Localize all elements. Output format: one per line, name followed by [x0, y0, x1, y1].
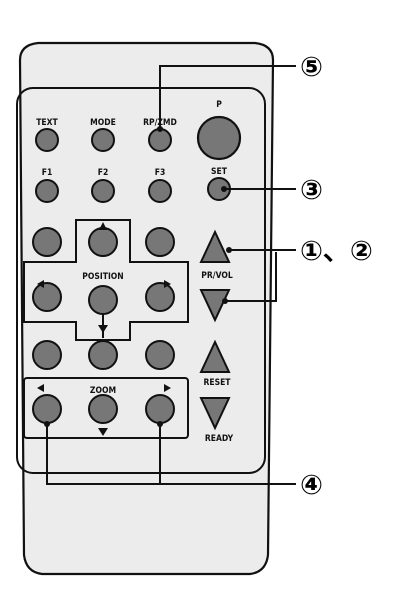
position-section-outline	[23, 219, 189, 341]
zoom-left-button[interactable]	[32, 394, 62, 424]
text-button[interactable]	[35, 128, 59, 152]
zoom-section-outline	[23, 377, 189, 439]
zoom-left-arrow-icon	[37, 384, 44, 392]
row5-center-button[interactable]	[88, 340, 118, 370]
row3-left-button[interactable]	[32, 227, 62, 257]
rp-zoom-button[interactable]	[148, 128, 172, 152]
row-4: POSITION	[32, 272, 175, 338]
zoom-label: ZOOM	[90, 386, 116, 396]
ready-label: READY	[205, 434, 234, 444]
leader-4	[46, 424, 161, 485]
callout-1-2: ①、②	[300, 236, 373, 267]
zoom-right-arrow-icon	[164, 384, 171, 392]
row-2: F1 F2 F3 SET	[35, 167, 231, 203]
reset-label: RESET	[203, 378, 231, 388]
f2-button[interactable]	[91, 179, 115, 203]
mode-button[interactable]	[91, 128, 115, 152]
reset-up-button[interactable]	[199, 339, 231, 373]
f3-label: F3	[155, 168, 166, 178]
position-right-button[interactable]	[145, 282, 175, 312]
position-left-button[interactable]	[32, 282, 62, 312]
zoom-right-button[interactable]	[145, 394, 175, 424]
set-label: SET	[211, 167, 228, 177]
button-panel	[16, 87, 266, 474]
callout-lines	[46, 65, 296, 485]
f2-label: F2	[98, 168, 109, 178]
pr-vol-up-button[interactable]	[199, 229, 231, 263]
callout-3: ③	[300, 175, 323, 206]
p-label: P	[216, 100, 222, 110]
callout-5: ⑤	[300, 52, 323, 83]
row5-right-button[interactable]	[145, 340, 175, 370]
right-column: PR/VOL RESET READY	[199, 229, 234, 444]
leader-2	[225, 252, 277, 302]
position-left-arrow-icon	[37, 280, 44, 288]
f1-label: F1	[42, 168, 53, 178]
leader-dots	[44, 126, 232, 427]
position-up-button[interactable]	[88, 227, 118, 257]
row-5	[32, 340, 175, 370]
position-down-arrow-icon	[98, 325, 108, 333]
position-label: POSITION	[82, 272, 123, 282]
position-right-arrow-icon	[164, 280, 171, 288]
row3-right-button[interactable]	[145, 227, 175, 257]
callout-4: ④	[300, 470, 323, 501]
row-3	[32, 222, 175, 257]
text-label: TEXT	[36, 118, 58, 128]
position-up-arrow-icon	[99, 222, 107, 230]
pr-vol-down-button[interactable]	[199, 289, 231, 323]
f3-button[interactable]	[148, 179, 172, 203]
mode-label: MODE	[90, 118, 116, 128]
position-center-button[interactable]	[88, 285, 118, 315]
zoom-down-arrow-icon	[98, 428, 108, 436]
p-button[interactable]	[196, 115, 242, 161]
row-6: ZOOM	[32, 384, 175, 436]
zoom-center-button[interactable]	[88, 394, 118, 424]
leader-5	[159, 65, 296, 129]
pr-vol-label: PR/VOL	[201, 271, 233, 281]
row5-left-button[interactable]	[32, 340, 62, 370]
remote-body	[18, 41, 275, 576]
ready-down-button[interactable]	[199, 397, 231, 431]
f1-button[interactable]	[35, 179, 59, 203]
